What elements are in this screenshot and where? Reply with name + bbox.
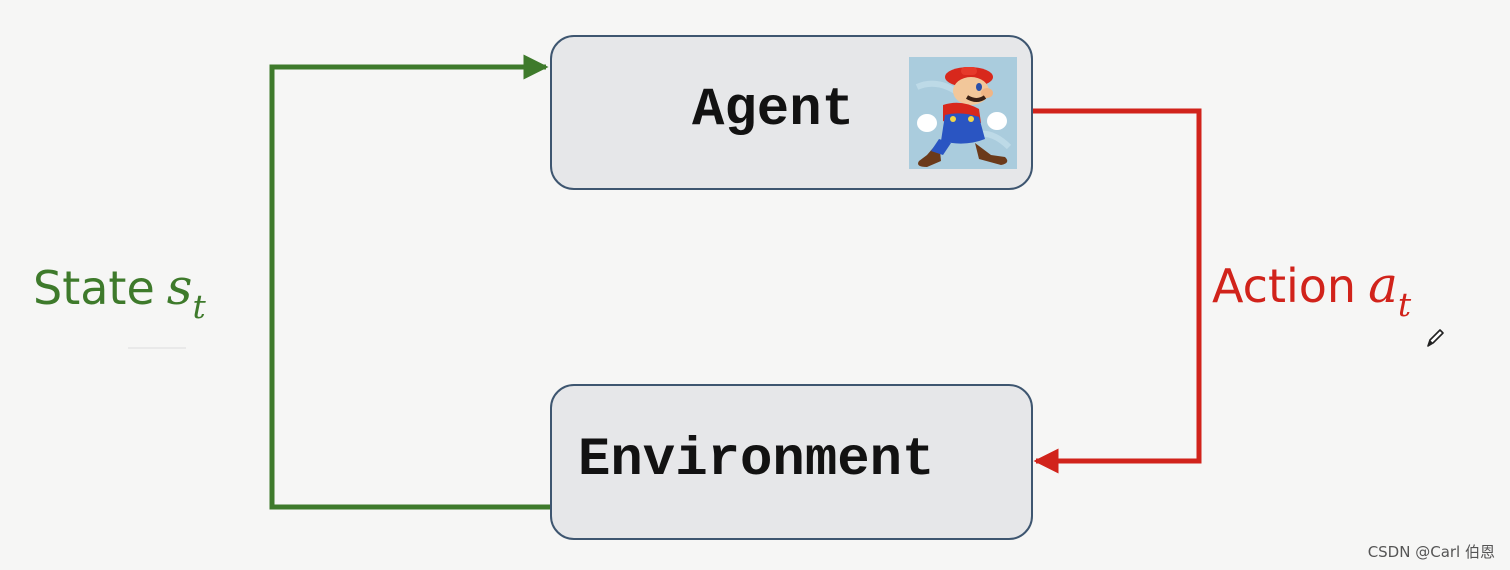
mario-icon	[909, 57, 1017, 169]
state-word: State	[33, 261, 155, 315]
action-word: Action	[1212, 259, 1357, 313]
state-subscript: t	[192, 287, 206, 326]
state-arrow	[269, 54, 550, 510]
action-arrow	[1033, 108, 1202, 474]
environment-box: Environment	[550, 384, 1033, 540]
agent-label: Agent	[692, 80, 855, 141]
environment-label: Environment	[578, 430, 935, 491]
watermark: CSDN @Carl 伯恩	[1367, 543, 1495, 561]
agent-box: Agent	[550, 35, 1033, 190]
action-symbol: a	[1368, 256, 1398, 314]
pen-cursor-icon	[1424, 326, 1446, 350]
action-subscript: t	[1397, 285, 1412, 324]
state-symbol: s	[166, 258, 193, 316]
